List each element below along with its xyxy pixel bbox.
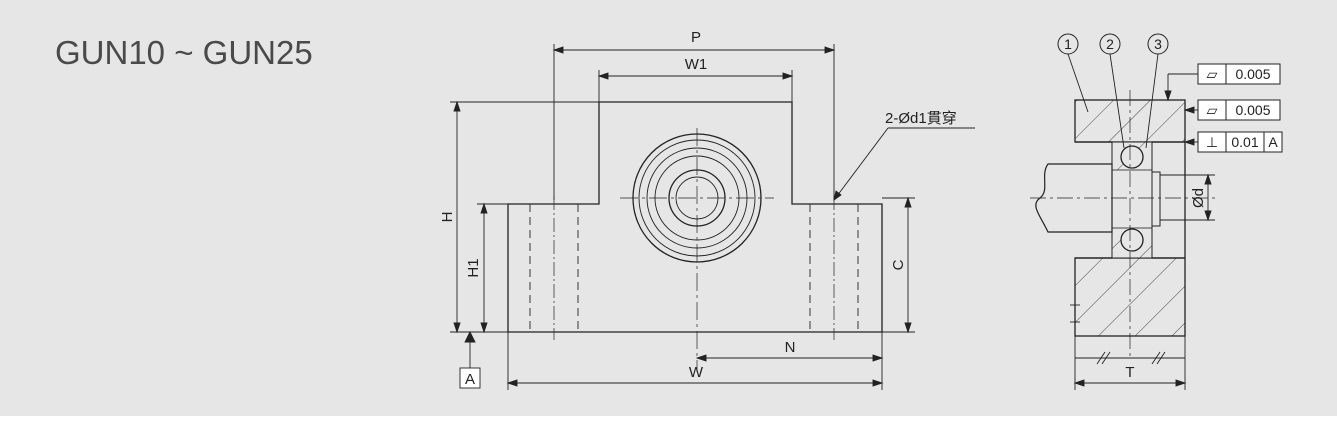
dim-label-c: C xyxy=(890,259,907,270)
dim-label-w: W xyxy=(689,364,704,381)
tolerance-frames xyxy=(1197,63,1283,153)
flatness-icon: ▱ xyxy=(1207,66,1218,82)
shaft-collar xyxy=(1151,171,1161,227)
shaft xyxy=(1035,163,1113,233)
dim-label-h1: H1 xyxy=(465,258,482,277)
front-view xyxy=(507,101,883,372)
hole-note: 2-Ød1貫穿 xyxy=(885,110,957,127)
tol-value-3: 0.01 xyxy=(1231,134,1258,150)
perpendicularity-icon: ⊥ xyxy=(1206,134,1218,150)
tolerance-labels: ▱ 0.005 ▱ 0.005 ⊥ 0.01 A xyxy=(1206,66,1278,150)
dim-label-n: N xyxy=(785,339,796,356)
housing-outline xyxy=(507,101,883,333)
tol-frame-3-datum-cell xyxy=(1263,131,1283,153)
flatness-icon: ▱ xyxy=(1207,102,1218,118)
tol-frame-1-value-cell xyxy=(1225,63,1281,85)
bearing-ball-bottom xyxy=(1120,228,1144,252)
dim-label-h: H xyxy=(439,212,456,223)
balloon-label-1: 1 xyxy=(1064,36,1072,52)
datum-label: A xyxy=(465,371,475,388)
dim-label-p: P xyxy=(691,29,701,46)
balloon-labels: 1 2 3 Ød T xyxy=(1064,36,1207,381)
front-dimensions xyxy=(450,44,975,390)
part-balloons xyxy=(1057,33,1169,55)
section-hatch-lower xyxy=(1074,257,1186,337)
balloon-label-3: 3 xyxy=(1154,36,1162,52)
side-section-view xyxy=(1030,90,1215,358)
dim-label-d: Ød xyxy=(1190,188,1207,208)
balloon-2 xyxy=(1099,33,1121,55)
dim-label-w1: W1 xyxy=(685,56,708,73)
bearing-ball-top xyxy=(1120,145,1144,169)
balloon-label-2: 2 xyxy=(1106,36,1114,52)
side-dimensions xyxy=(1067,53,1215,390)
page-title: GUN10 ~ GUN25 xyxy=(55,34,313,71)
balloon-1 xyxy=(1057,33,1079,55)
front-dimension-labels: P W1 H H1 C N W 2-Ød1貫穿 A xyxy=(439,29,957,388)
tol-value-1: 0.005 xyxy=(1235,66,1270,82)
dim-label-t: T xyxy=(1125,364,1134,381)
balloon-3 xyxy=(1147,33,1169,55)
tol-datum-3: A xyxy=(1268,134,1278,150)
tol-frame-2-value-cell xyxy=(1225,99,1281,121)
tol-value-2: 0.005 xyxy=(1235,102,1270,118)
footer-strip xyxy=(0,416,1337,421)
